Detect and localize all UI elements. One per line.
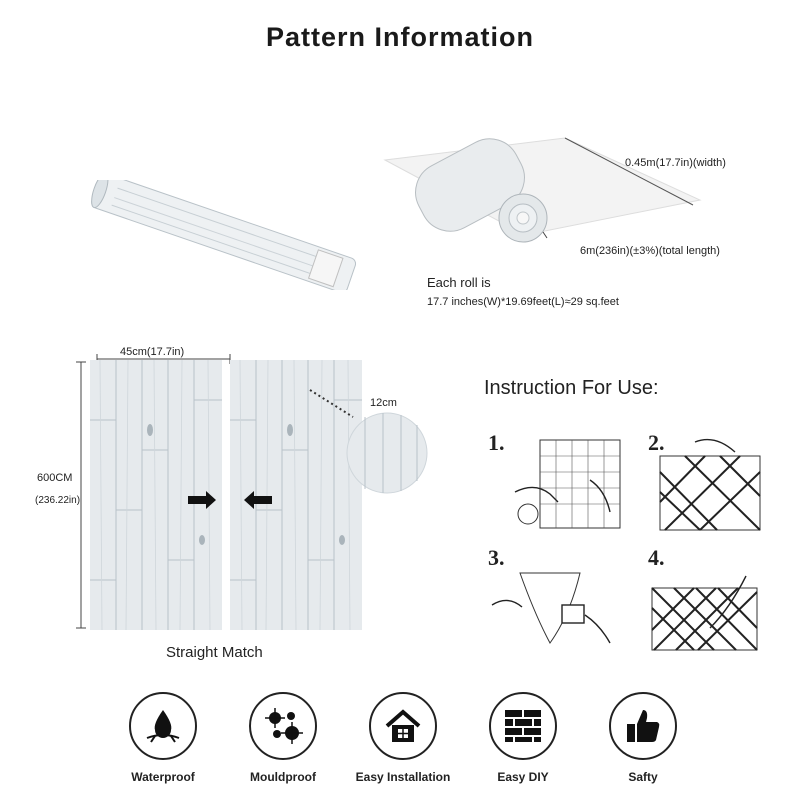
feature-waterproof: Waterproof — [108, 692, 218, 784]
each-roll-label: Each roll is — [427, 275, 491, 290]
pattern-width-label: 45cm(17.7in) — [120, 346, 185, 358]
thumbs-up-icon — [609, 692, 677, 760]
feature-safty: Safty — [588, 692, 698, 784]
feature-label: Waterproof — [131, 770, 195, 784]
detail-size-label: 12cm — [370, 397, 397, 409]
height-dimension-line — [76, 361, 86, 629]
step-3-image — [491, 572, 611, 644]
feature-label: Easy DIY — [497, 770, 549, 784]
roll-length-label: 6m(236in)(±3%)(total length) — [580, 245, 720, 257]
step-2-image — [659, 438, 761, 531]
water-drop-icon — [129, 692, 197, 760]
feature-label: Safty — [628, 770, 658, 784]
wallpaper-roll-image — [91, 180, 357, 290]
step-1-number: 1. — [488, 430, 505, 455]
page-title: Pattern Information — [265, 22, 534, 52]
feature-label: Mouldproof — [250, 770, 316, 784]
pattern-height-label: 600CM — [37, 472, 73, 484]
step-4-image — [651, 575, 758, 651]
roll-width-label: 0.45m(17.7in)(width) — [625, 157, 726, 169]
feature-label: Easy Installation — [355, 770, 451, 784]
step-3-number: 3. — [488, 545, 505, 570]
feature-easy-diy: Easy DIY — [468, 692, 578, 784]
wood-panel-left — [90, 360, 222, 630]
coverage-label: 17.7 inches(W)*19.69feet(L)≈29 sq.feet — [427, 296, 619, 308]
instructions-title: Instruction For Use: — [484, 377, 659, 399]
feature-mouldproof: Mouldproof — [228, 692, 338, 784]
brick-wall-icon — [489, 692, 557, 760]
match-type-label: Straight Match — [166, 644, 263, 661]
match-arrows-icon — [188, 491, 272, 509]
unrolled-sheet-image — [383, 137, 702, 243]
mould-icon — [249, 692, 317, 760]
feature-easy-installation: Easy Installation — [348, 692, 458, 784]
house-icon — [369, 692, 437, 760]
step-1-image — [514, 439, 621, 529]
detail-magnifier-image — [309, 389, 428, 494]
step-4-number: 4. — [648, 545, 665, 570]
pattern-height-inch-label: (236.22in) — [35, 495, 81, 506]
step-2-number: 2. — [648, 430, 665, 455]
